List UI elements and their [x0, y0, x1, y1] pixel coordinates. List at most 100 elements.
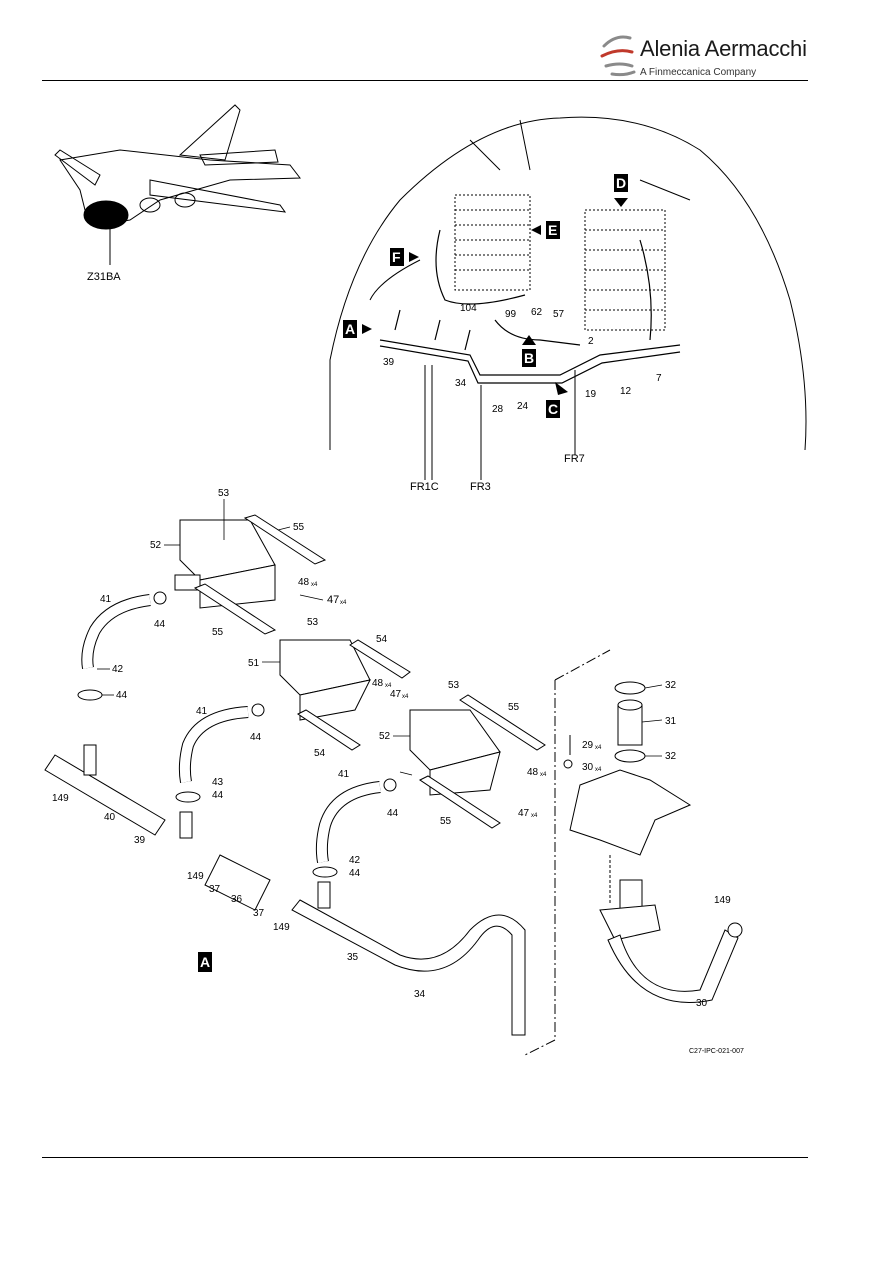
callout-149-a: 149 [52, 793, 69, 804]
sleeve-31 [617, 704, 643, 746]
brand-name: Alenia Aermacchi [640, 36, 807, 61]
callout-29: 29 [582, 740, 594, 751]
callout-44-a: 44 [154, 619, 166, 630]
callout-104: 104 [460, 303, 477, 314]
callout-149-c: 149 [273, 922, 290, 933]
callout-28: 28 [492, 404, 504, 415]
callout-32-a: 32 [665, 680, 677, 691]
overview-ducting [379, 229, 681, 384]
callout-48-b: 48 [372, 678, 384, 689]
callout-42-a: 42 [112, 664, 124, 675]
callout-53-a: 53 [218, 488, 230, 499]
callout-47-c: 47 [518, 808, 530, 819]
brand-tagline: A Finmeccanica Company [640, 67, 757, 78]
view-separator [524, 649, 611, 1056]
callout-24: 24 [517, 401, 529, 412]
callout-34: 34 [455, 378, 467, 389]
callout-99: 99 [505, 309, 517, 320]
muffler-36 [204, 854, 271, 911]
callout-52-b: 52 [379, 731, 391, 742]
fuselage-nose-outline [329, 116, 807, 451]
view-tag-c: C [546, 382, 568, 418]
callout-41-a: 41 [100, 594, 112, 605]
svg-text:F: F [392, 249, 401, 265]
svg-text:B: B [524, 350, 534, 366]
strip-54-b [297, 709, 361, 751]
pipe-30 [599, 904, 661, 941]
fitting-149-right [727, 922, 743, 938]
callout-34: 34 [414, 989, 426, 1000]
callout-32-b: 32 [665, 751, 677, 762]
clamp-44-c [251, 703, 265, 717]
callout-47-qty-a: x4 [340, 600, 347, 606]
equipment-stack-e [454, 194, 531, 291]
callout-35: 35 [347, 952, 359, 963]
strip-55-upper-b [193, 583, 277, 635]
view-tag-e: E [531, 221, 560, 239]
callout-12: 12 [620, 386, 632, 397]
air-hood-52-upper [174, 519, 276, 609]
svg-text:E: E [548, 222, 557, 238]
strip-55-lower-b [419, 775, 501, 829]
equipment-stack-d [584, 209, 666, 331]
callout-149-d: 149 [714, 895, 731, 906]
svg-text:D: D [616, 175, 626, 191]
frame-fr1c: FR1C [410, 481, 439, 493]
callout-48-qty-a: x4 [311, 582, 318, 588]
callout-31: 31 [665, 716, 677, 727]
view-tag-a-detail: A [198, 952, 212, 972]
callout-48-qty-c: x4 [540, 772, 547, 778]
frame-fr3: FR3 [470, 481, 491, 493]
callout-39: 39 [134, 835, 146, 846]
callout-54-a: 54 [376, 634, 388, 645]
callout-41-b: 41 [196, 706, 208, 717]
callout-55-a: 55 [293, 522, 305, 533]
callout-44-b: 44 [116, 690, 128, 701]
brand-logo-mark [600, 35, 636, 77]
strip-55-upper-a [243, 514, 327, 565]
callout-30-qty: x4 [595, 767, 602, 773]
panel-star [569, 769, 692, 856]
callout-52-a: 52 [150, 540, 162, 551]
svg-text:A: A [345, 321, 355, 337]
svg-text:C: C [548, 401, 558, 417]
callout-48-a: 48 [298, 577, 310, 588]
clamp-44-b [77, 689, 103, 701]
view-tag-f: F [390, 248, 419, 266]
callout-53-c: 53 [448, 680, 460, 691]
callout-44-c: 44 [250, 732, 262, 743]
callout-149-b: 149 [187, 871, 204, 882]
callout-55-c: 55 [508, 702, 520, 713]
callout-48-c: 48 [527, 767, 539, 778]
callout-39: 39 [383, 357, 395, 368]
callout-36: 36 [231, 894, 243, 905]
air-hood-52-lower [409, 709, 501, 796]
footer-divider [42, 1157, 808, 1158]
callout-30-a: 30 [582, 762, 594, 773]
callout-53-b: 53 [307, 617, 319, 628]
callout-30-b: 30 [696, 998, 708, 1009]
aircraft-locator-illustration [54, 104, 301, 265]
view-tag-a-overview: A [343, 320, 372, 338]
clamp-44-f [312, 866, 338, 878]
figure-reference-code: C27-IPC-021-007 [689, 1048, 744, 1055]
strip-55-lower-a [459, 694, 546, 751]
clamp-44-e [383, 778, 397, 792]
callout-54-b: 54 [314, 748, 326, 759]
callout-44-d: 44 [212, 790, 224, 801]
callout-40: 40 [104, 812, 116, 823]
clamp-44-d [175, 791, 201, 803]
callout-43: 43 [212, 777, 224, 788]
strip-54-a [349, 639, 411, 679]
callout-37-a: 37 [209, 884, 221, 895]
locator-label: Z31BA [87, 271, 121, 283]
callout-37-b: 37 [253, 908, 265, 919]
frame-fr7: FR7 [564, 453, 585, 465]
callout-62: 62 [531, 307, 543, 318]
callout-29-qty: x4 [595, 745, 602, 751]
callout-47-qty-c: x4 [531, 813, 538, 819]
callout-44-e: 44 [387, 808, 399, 819]
callout-57: 57 [553, 309, 565, 320]
callout-19: 19 [585, 389, 597, 400]
